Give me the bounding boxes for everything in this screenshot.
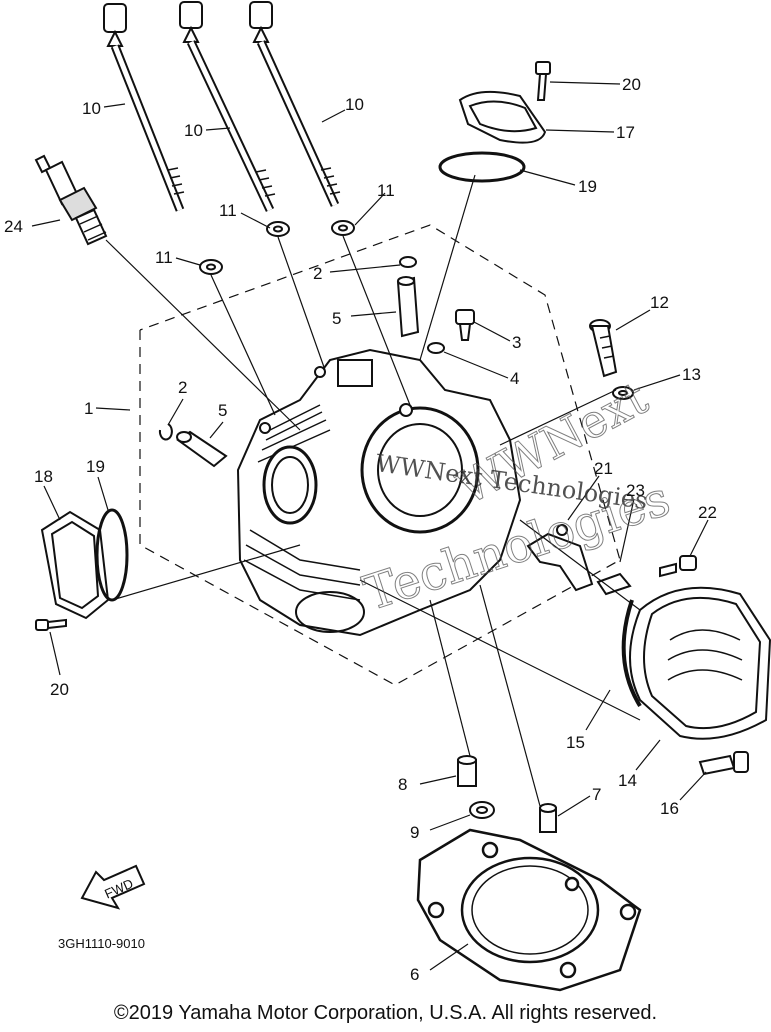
callout-24: 24	[4, 217, 23, 236]
tensioner-bracket	[526, 524, 632, 596]
callout-5-b: 5	[218, 401, 227, 420]
tappet-cover-top	[438, 61, 551, 183]
assembly-boundary	[139, 224, 621, 686]
callout-10-a: 10	[82, 99, 101, 118]
callout-23: 23	[626, 481, 645, 500]
dowel-pins-bottom	[457, 755, 557, 833]
forward-arrow: FWD	[80, 864, 146, 910]
callout-11-b: 11	[219, 201, 237, 220]
head-bolt-3	[249, 1, 341, 207]
callout-3: 3	[512, 333, 521, 352]
head-bolt-1	[103, 3, 185, 212]
callout-11-c: 11	[155, 248, 173, 267]
callout-13: 13	[682, 365, 701, 384]
callout-10-b: 10	[184, 121, 203, 140]
callout-19-a: 19	[578, 177, 597, 196]
callout-12: 12	[650, 293, 669, 312]
callout-labels: 10 10 10 11 11 11 11 24 2 2 5 5 3 4 1 12…	[4, 75, 717, 984]
callout-10-c: 10	[345, 95, 364, 114]
callout-15: 15	[566, 733, 585, 752]
callout-20-b: 20	[50, 680, 69, 699]
dowel-pin	[176, 276, 420, 468]
callout-20-a: 20	[622, 75, 641, 94]
callout-21: 21	[594, 459, 613, 478]
washer-11	[199, 220, 355, 275]
head-gasket	[416, 828, 642, 992]
cylinder-head-exploded-diagram: FWD 3GH1110-9010 WWNext WWNext Technolog…	[4, 1, 771, 992]
side-cover	[35, 508, 129, 631]
head-bolt-2	[179, 1, 276, 212]
bolt-12	[589, 319, 634, 400]
small-bolt-3	[427, 309, 475, 354]
callout-14: 14	[618, 771, 637, 790]
callout-11-a: 11	[377, 181, 395, 200]
copyright-notice: ©2019 Yamaha Motor Corporation, U.S.A. A…	[113, 1002, 658, 1024]
leader-lines	[31, 81, 709, 971]
callout-5-a: 5	[332, 309, 341, 328]
callout-2-b: 2	[178, 378, 187, 397]
callout-19-b: 19	[86, 457, 105, 476]
cylinder-head	[236, 348, 522, 637]
callout-7: 7	[592, 785, 601, 804]
callout-2-a: 2	[313, 264, 322, 283]
callout-16: 16	[660, 799, 679, 818]
callout-6: 6	[410, 965, 419, 984]
spark-plug	[34, 154, 108, 246]
callout-22: 22	[698, 503, 717, 522]
callout-8: 8	[398, 775, 407, 794]
callout-1: 1	[84, 399, 93, 418]
callout-4: 4	[510, 369, 519, 388]
callout-18: 18	[34, 467, 53, 486]
callout-9: 9	[410, 823, 419, 842]
drawing-code: 3GH1110-9010	[58, 936, 145, 951]
callout-17: 17	[616, 123, 635, 142]
valve-cover	[621, 555, 771, 776]
clip-ring	[158, 256, 418, 441]
